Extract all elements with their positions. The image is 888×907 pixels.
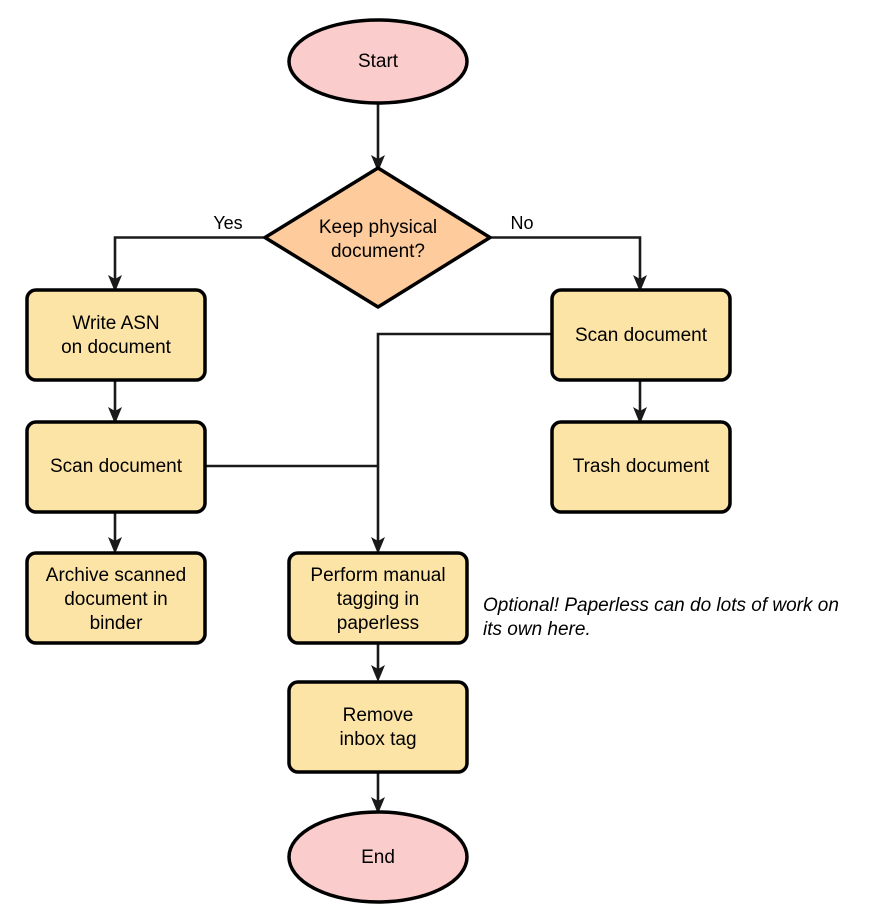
edge-label-yes: Yes [213, 213, 242, 233]
node-start[interactable]: Start [287, 18, 469, 105]
edge-scan-right-to-tagging [371, 332, 552, 554]
node-archive-label-line3: binder [90, 613, 143, 634]
edge-scan-right-to-trash [633, 380, 647, 424]
node-scan-document-left[interactable]: Scan document [25, 420, 207, 514]
edge-label-no: No [510, 213, 533, 233]
edge-start-to-decision [371, 103, 385, 172]
node-decision-keep-physical-document[interactable]: Keep physical document? [263, 166, 492, 309]
node-tagging-label-line1: Perform manual [310, 565, 445, 586]
node-write-asn-label-line1: Write ASN [72, 313, 159, 334]
node-archive-label-line1: Archive scanned [46, 565, 186, 586]
node-write-asn[interactable]: Write ASN on document [25, 288, 207, 382]
edge-remove-inbox-to-end [371, 772, 385, 814]
edge-scan-left-to-archive [108, 512, 122, 554]
node-scan-document-right[interactable]: Scan document [550, 288, 732, 382]
node-decision-label-line1: Keep physical [319, 217, 437, 238]
annotation-line1: Optional! Paperless can do lots of work … [483, 595, 839, 616]
node-write-asn-label-line2: on document [61, 337, 172, 358]
node-tagging-label-line3: paperless [337, 613, 419, 634]
annotation-line2: its own here. [483, 619, 591, 640]
node-tagging-label-line2: tagging in [337, 589, 419, 610]
node-remove-inbox-label-line2: inbox tag [339, 729, 416, 750]
node-end-label: End [361, 847, 395, 868]
edge-write-asn-to-scan-left [108, 380, 122, 424]
node-decision-label-line2: document? [331, 241, 425, 262]
node-remove-inbox-tag[interactable]: Remove inbox tag [287, 680, 469, 774]
node-scan-document-left-label: Scan document [50, 456, 183, 477]
node-perform-manual-tagging[interactable]: Perform manual tagging in paperless [287, 551, 469, 645]
annotation-optional-note: Optional! Paperless can do lots of work … [483, 595, 839, 640]
node-archive-label-line2: document in [64, 589, 168, 610]
node-archive-scanned-document[interactable]: Archive scanned document in binder [25, 551, 207, 645]
node-start-label: Start [358, 51, 399, 72]
node-end[interactable]: End [287, 810, 469, 904]
edge-decision-yes-to-write-asn [108, 236, 265, 292]
node-remove-inbox-label-line1: Remove [343, 705, 414, 726]
node-trash-document[interactable]: Trash document [550, 420, 732, 514]
edge-tagging-to-remove-inbox [371, 643, 385, 682]
node-trash-document-label: Trash document [573, 456, 710, 477]
edge-decision-no-to-scan-right [490, 236, 647, 292]
node-scan-document-right-label: Scan document [575, 325, 708, 346]
